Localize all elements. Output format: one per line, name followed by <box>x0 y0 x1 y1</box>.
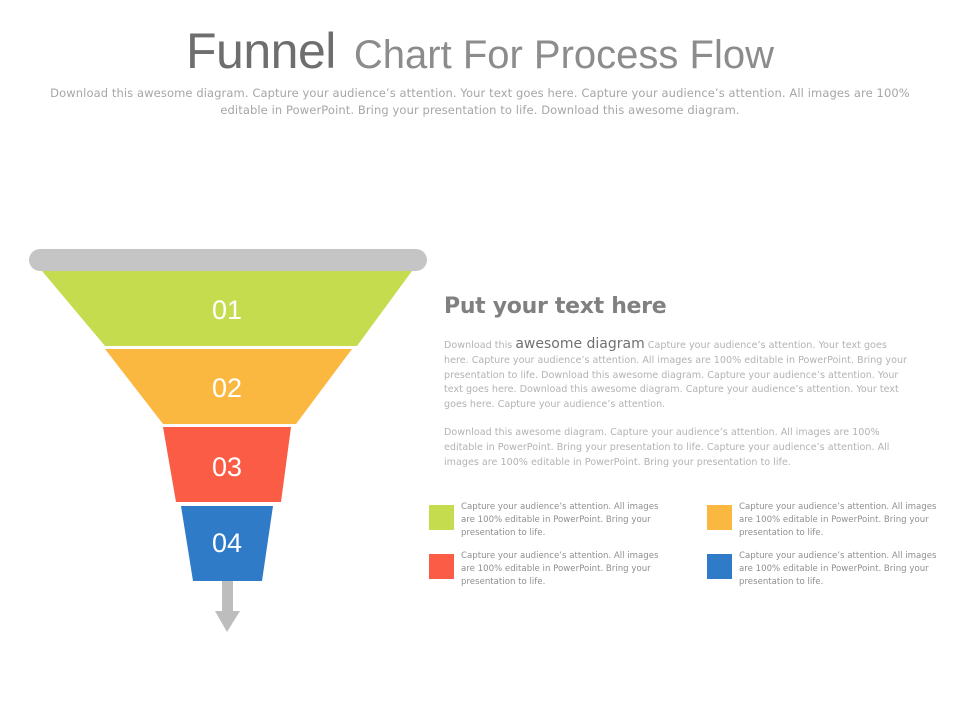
subtitle: Download this awesome diagram. Capture y… <box>50 86 910 117</box>
legend-text-red: Capture your audience’s attention. All i… <box>461 551 659 587</box>
legend-swatch-green <box>429 505 454 530</box>
legend-item-green: Capture your audience’s attention. All i… <box>429 501 669 545</box>
page-title: Funnel Chart For Process Flow <box>0 22 960 80</box>
funnel-stage-4-label: 04 <box>212 528 242 558</box>
funnel-stage-4 <box>181 506 273 581</box>
funnel-stage-1 <box>42 271 412 346</box>
funnel-stage-3-label: 03 <box>212 452 242 482</box>
legend-item-red: Capture your audience’s attention. All i… <box>429 550 669 594</box>
title-strong: Funnel <box>186 23 336 79</box>
legend-item-blue: Capture your audience’s attention. All i… <box>707 550 947 594</box>
panel-paragraph-1: Download this awesome diagram Capture yo… <box>444 337 914 413</box>
funnel-stage-3 <box>163 427 291 502</box>
legend-swatch-red <box>429 554 454 579</box>
para1-after: Capture your audience’s attention. Your … <box>444 340 907 411</box>
para1-highlight: awesome diagram <box>515 336 645 352</box>
funnel-stage-2 <box>105 349 352 424</box>
funnel-stage-1-label: 01 <box>212 295 242 325</box>
title-light: Chart For Process Flow <box>353 33 774 77</box>
legend-swatch-orange <box>707 505 732 530</box>
legend-text-orange: Capture your audience’s attention. All i… <box>739 502 937 538</box>
legend-text-green: Capture your audience’s attention. All i… <box>461 502 659 538</box>
funnel-rim <box>29 249 427 271</box>
panel-paragraph-2: Download this awesome diagram. Capture y… <box>444 427 890 468</box>
legend-swatch-blue <box>707 554 732 579</box>
legend-text-blue: Capture your audience’s attention. All i… <box>739 551 937 587</box>
down-arrow-icon <box>215 581 240 632</box>
para1-before: Download this <box>444 340 513 351</box>
funnel-stage-2-label: 02 <box>212 373 242 403</box>
panel-heading: Put your text here <box>444 294 667 319</box>
legend-item-orange: Capture your audience’s attention. All i… <box>707 501 947 545</box>
